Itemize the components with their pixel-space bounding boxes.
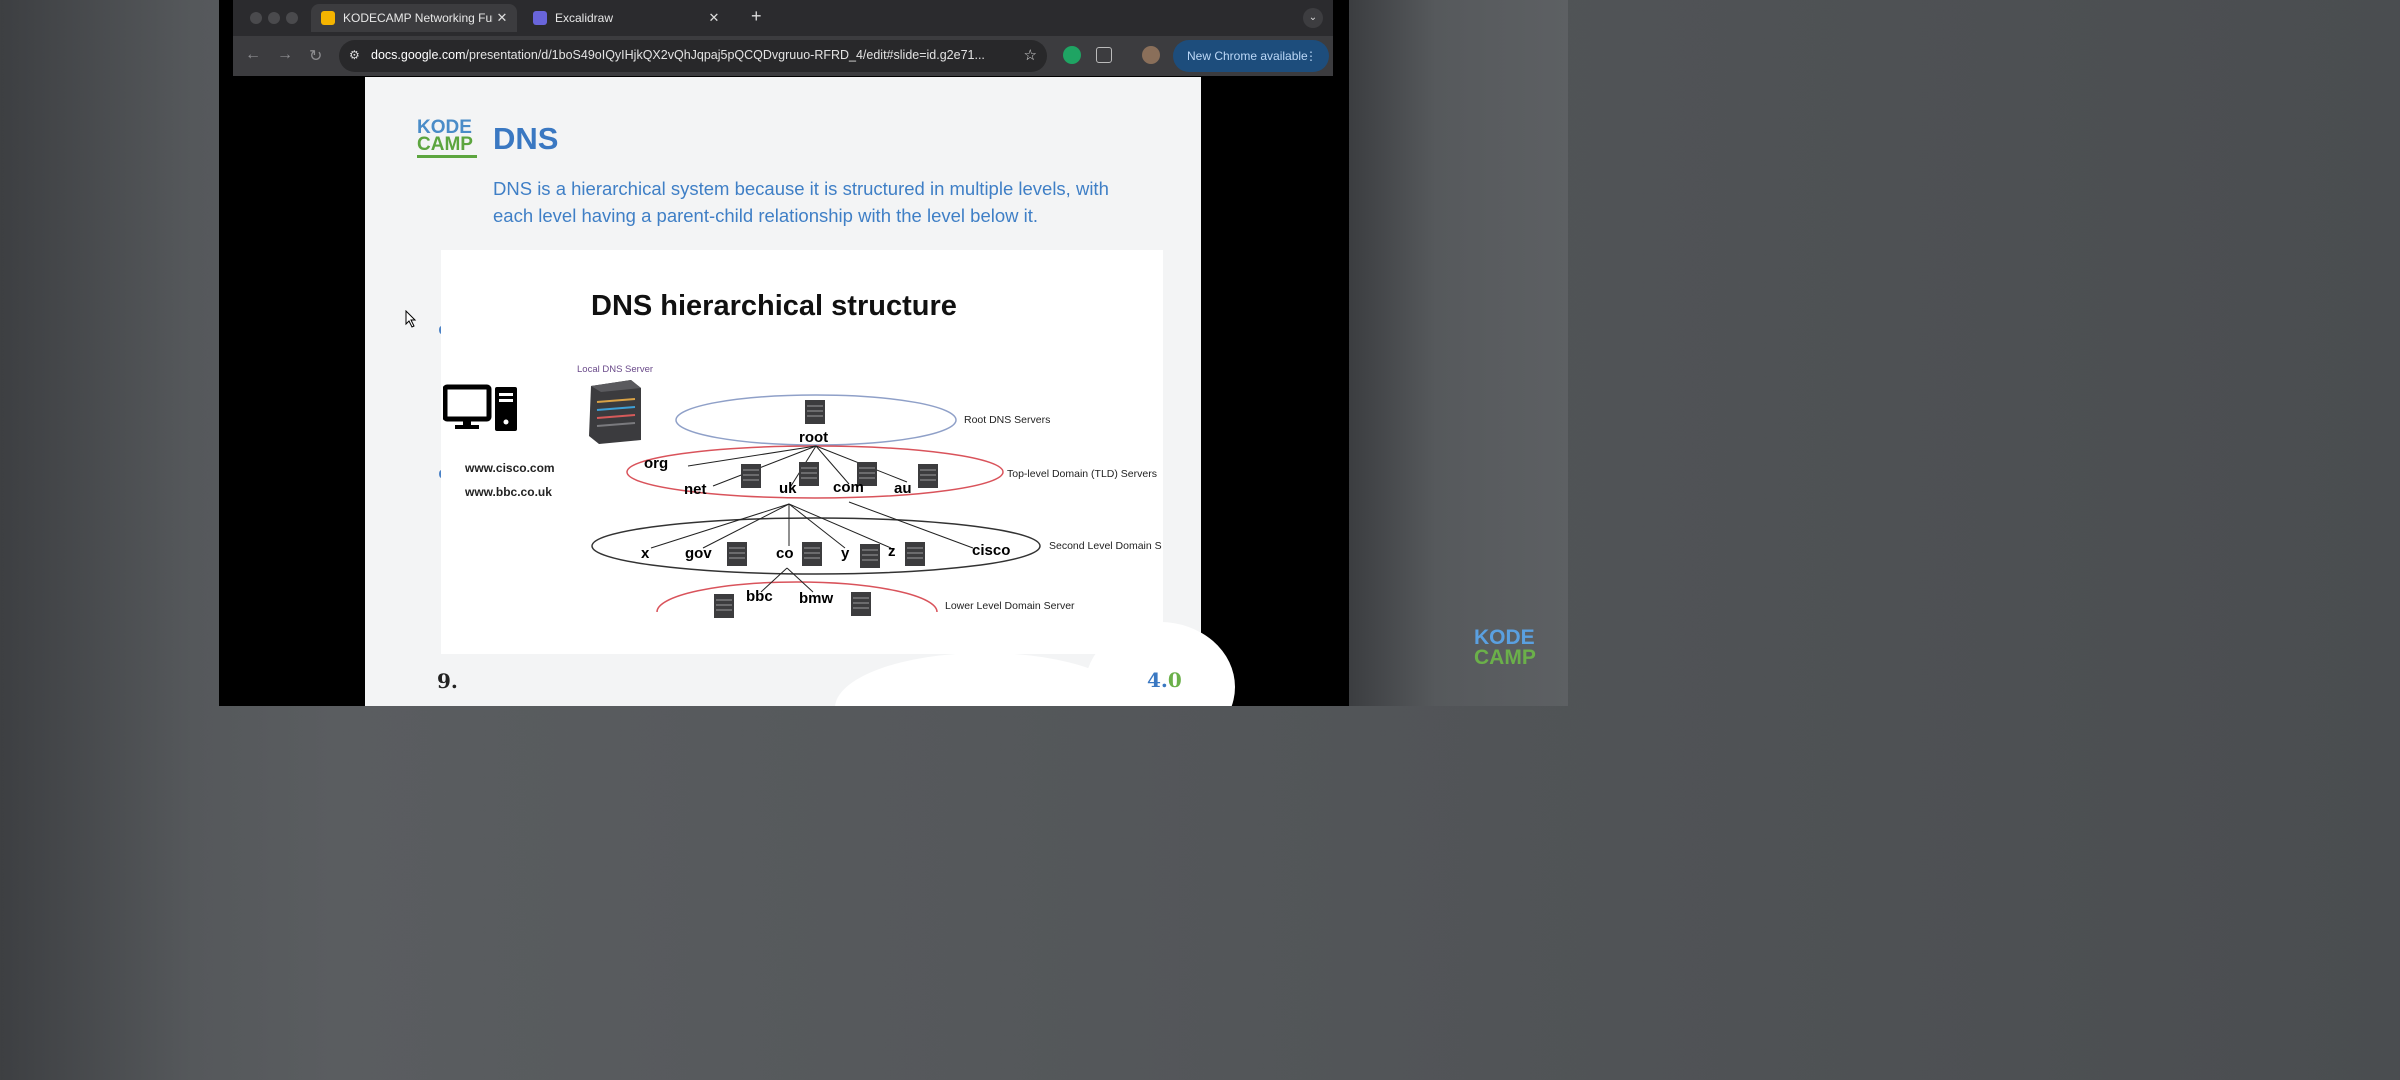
slide-number: 9.	[437, 669, 458, 693]
close-tab-icon[interactable]: ✕	[708, 10, 720, 25]
excalidraw-icon	[533, 11, 547, 25]
slide: KODE CAMP DNS DNS is a hierarchical syst…	[365, 77, 1235, 706]
close-tab-icon[interactable]: ✕	[496, 10, 508, 25]
level-label-second: Second Level Domain S	[1049, 540, 1162, 552]
second-level-ring	[591, 517, 1041, 575]
back-arrow-icon[interactable]: ←	[245, 46, 261, 63]
url-text: docs.google.com/presentation/d/1boS49oIQ…	[371, 48, 985, 62]
node-co: co	[776, 545, 794, 562]
slide-title: DNS	[493, 121, 559, 156]
node-x: x	[641, 545, 650, 562]
reload-icon[interactable]: ↻	[309, 48, 323, 65]
kodecamp-watermark: KODE CAMP	[1474, 626, 1536, 669]
address-bar[interactable]: ⚙ docs.google.com/presentation/d/1boS49o…	[339, 40, 1047, 72]
lower-level-ring	[656, 581, 938, 613]
diagram-title: DNS hierarchical structure	[591, 290, 957, 322]
background-right	[1348, 0, 1568, 706]
forward-arrow-icon[interactable]: →	[277, 46, 293, 63]
tab-excalidraw[interactable]: Excalidraw ✕	[523, 4, 729, 32]
kodecamp-logo: KODE CAMP	[417, 118, 477, 159]
node-cisco: cisco	[972, 542, 1011, 559]
root-level-ring	[675, 394, 957, 446]
slides-icon	[321, 11, 335, 25]
node-bbc: bbc	[746, 588, 773, 605]
tab-search-chevron-icon[interactable]: ⌄	[1303, 8, 1323, 28]
dns-hierarchy-graphic	[591, 394, 1041, 619]
node-au: au	[894, 480, 912, 497]
node-uk: uk	[779, 480, 797, 497]
browser-window: KODECAMP Networking Fund ✕ Excalidraw ✕ …	[219, 0, 1349, 706]
dns-diagram: DNS hierarchical structure www.cisco.com…	[441, 250, 1163, 654]
version-logo: 4.0	[1147, 668, 1182, 692]
tab-kodecamp[interactable]: KODECAMP Networking Fund ✕	[311, 4, 517, 32]
new-chrome-available-button[interactable]: New Chrome available⋮	[1173, 40, 1329, 72]
local-dns-server-icon	[589, 380, 641, 444]
hostname: www.cisco.com	[465, 461, 555, 475]
node-root: root	[799, 429, 829, 446]
site-settings-icon[interactable]: ⚙	[349, 48, 360, 62]
tab-bar: KODECAMP Networking Fund ✕ Excalidraw ✕ …	[233, 0, 1333, 36]
computer-icon	[443, 384, 517, 431]
node-net: net	[684, 481, 707, 498]
node-com: com	[833, 479, 864, 496]
mouse-cursor-icon	[405, 310, 417, 328]
bookmark-star-icon[interactable]: ☆	[1023, 47, 1037, 64]
tab-title: Excalidraw	[555, 11, 614, 25]
local-dns-label: Local DNS Server	[577, 364, 654, 375]
hostname: www.bbc.co.uk	[465, 485, 552, 499]
toolbar: ← → ↻ ⚙ docs.google.com/presentation/d/1…	[233, 36, 1333, 76]
node-gov: gov	[685, 545, 712, 562]
slide-subtitle: DNS is a hierarchical system because it …	[493, 178, 1109, 226]
extensions-puzzle-icon[interactable]	[1096, 47, 1112, 63]
menu-dots-icon: ⋮	[1305, 49, 1317, 63]
new-tab-button[interactable]: +	[751, 6, 762, 26]
close-window-dot[interactable]	[250, 12, 262, 24]
profile-avatar[interactable]	[1142, 46, 1160, 64]
level-label-root: Root DNS Servers	[964, 414, 1051, 426]
node-bmw: bmw	[799, 590, 834, 607]
hostname-list: www.cisco.com www.bbc.co.uk	[465, 456, 555, 504]
level-label-lower: Lower Level Domain Server	[945, 600, 1075, 612]
tab-title: KODECAMP Networking Fund	[343, 11, 493, 25]
level-label-tld: Top-level Domain (TLD) Servers	[1007, 468, 1157, 480]
maximize-window-dot[interactable]	[286, 12, 298, 24]
node-z: z	[888, 543, 896, 560]
node-org: org	[644, 455, 669, 472]
grammarly-icon[interactable]	[1063, 46, 1081, 64]
minimize-window-dot[interactable]	[268, 12, 280, 24]
node-y: y	[841, 545, 850, 562]
